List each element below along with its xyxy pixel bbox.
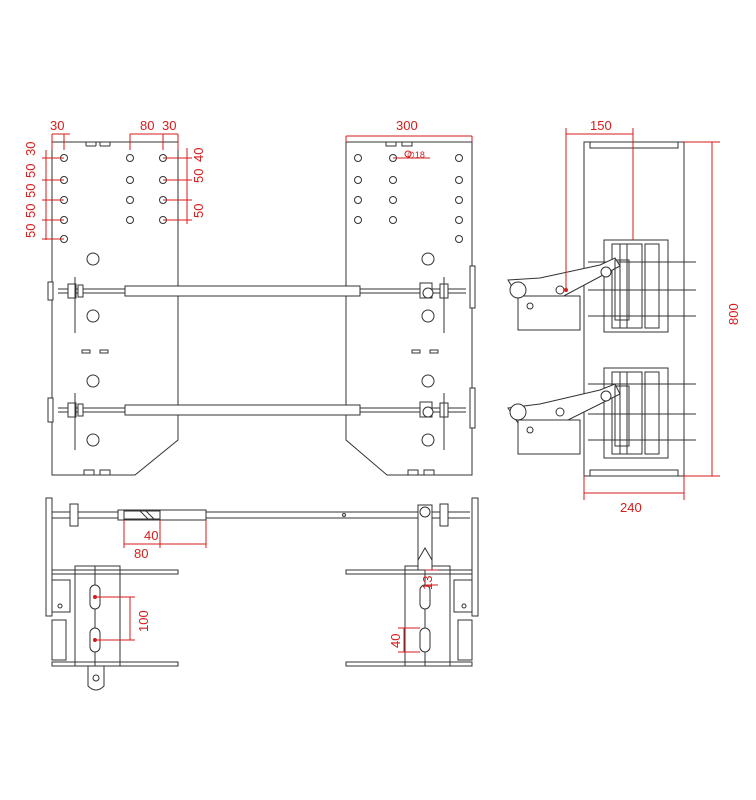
lower-mechanism xyxy=(507,367,696,459)
right-plate xyxy=(345,141,473,476)
top-view: 30 80 30 300 30 50 50 50 50 xyxy=(23,118,476,476)
left-plate xyxy=(51,141,179,476)
dim-front-40: 40 xyxy=(144,528,158,543)
dim-front-13: 13 xyxy=(420,576,435,590)
dim-front-80: 80 xyxy=(134,546,148,561)
left-plate-holes xyxy=(60,154,167,447)
dim-v-left-1: 50 xyxy=(23,164,38,178)
dim-left-30: 30 xyxy=(50,118,64,133)
dim-v-left-3: 50 xyxy=(23,204,38,218)
dim-v-right-0: 40 xyxy=(191,148,206,162)
dim-v-right-1: 50 xyxy=(191,169,206,183)
dim-front-100: 100 xyxy=(136,610,151,632)
dim-side-240: 240 xyxy=(620,500,642,515)
dim-side-800: 800 xyxy=(726,303,741,325)
dim-left-30b: 30 xyxy=(162,118,176,133)
dim-v-left-2: 50 xyxy=(23,184,38,198)
dim-hole-diameter: ∅18 xyxy=(407,150,425,160)
right-plate-holes xyxy=(354,154,463,447)
side-view-dimensions: 150 800 240 xyxy=(564,118,741,515)
dim-v-left-4: 50 xyxy=(23,224,38,238)
dim-front-40b: 40 xyxy=(388,634,403,648)
front-view-dimensions: 40 80 100 13 40 xyxy=(93,520,438,653)
dim-v-left-0: 30 xyxy=(23,142,38,156)
dim-right-300: 300 xyxy=(396,118,418,133)
dim-left-80: 80 xyxy=(140,118,154,133)
upper-mechanism xyxy=(507,239,696,333)
side-view: 150 800 240 xyxy=(507,118,741,515)
upper-rod xyxy=(47,265,476,333)
lower-rod xyxy=(47,387,476,450)
front-view: 40 80 100 13 40 xyxy=(45,497,479,691)
top-view-dimensions: 30 80 30 300 30 50 50 50 50 xyxy=(23,118,473,240)
dim-side-150: 150 xyxy=(590,118,612,133)
dim-v-right-2: 50 xyxy=(191,204,206,218)
